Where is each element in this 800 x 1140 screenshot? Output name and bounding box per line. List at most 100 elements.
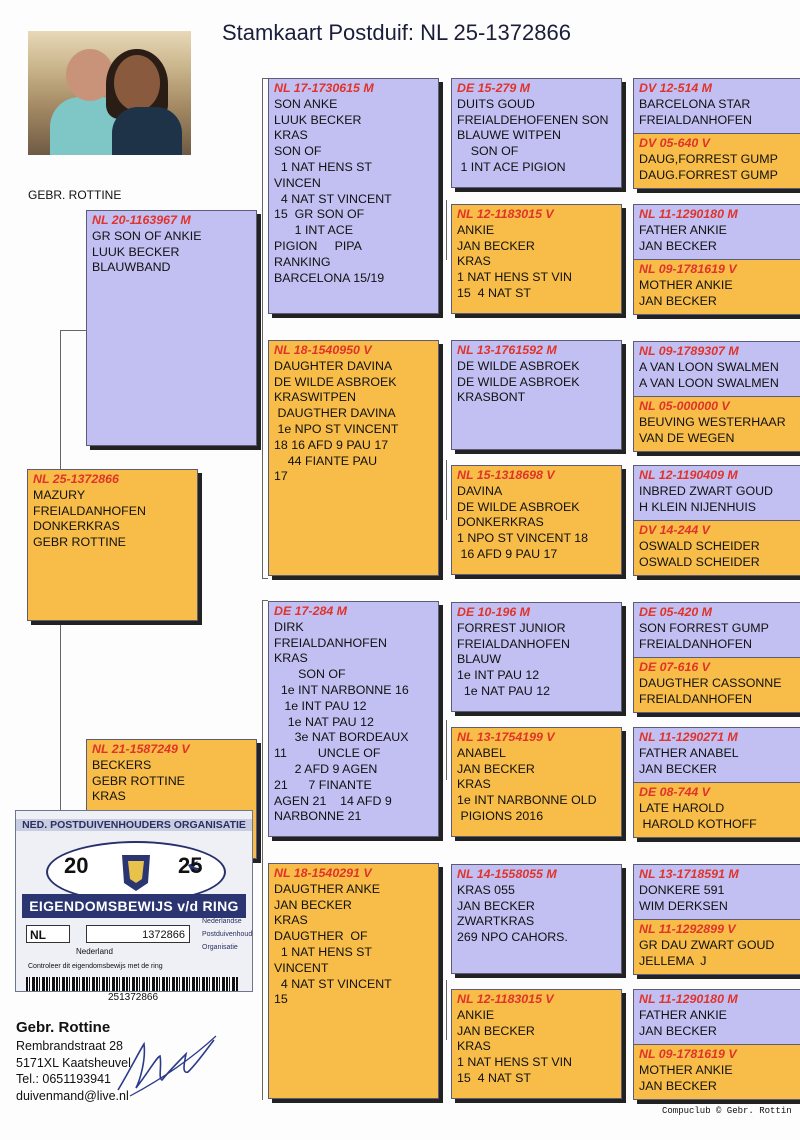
pedigree-card-fmm: NL 15-1318698 V DAVINA DE WILDE ASBROEK … xyxy=(451,465,622,575)
connector-line xyxy=(446,200,447,260)
page-title: Stamkaart Postduif: NL 25-1372866 xyxy=(222,20,571,45)
connector-line xyxy=(60,330,61,470)
owner-name: Gebr. Rottine xyxy=(16,1019,111,1036)
card-line: SON OF xyxy=(457,144,519,159)
card-line: JAN BECKER xyxy=(639,293,717,308)
card-line: GR DAU ZWART GOUD xyxy=(639,937,775,952)
card-line: KRAS xyxy=(274,651,308,666)
card-line: KRAS xyxy=(274,913,308,928)
card-line: FREIALDANHOFEN xyxy=(639,112,752,127)
lion-crest-icon xyxy=(122,855,202,891)
ring-number: NL 05-000000 V xyxy=(639,399,730,413)
ring-number: NL 13-1754199 V xyxy=(457,730,555,744)
card-line: KRAS xyxy=(457,1039,491,1054)
ring-number: NL 20-1163967 M xyxy=(92,213,191,227)
card-line: 1 NPO ST VINCENT 18 xyxy=(457,531,589,546)
card-line: 11 UNCLE OF xyxy=(274,746,381,761)
card-line: DAUGTHER DAVINA xyxy=(274,406,396,421)
pedigree-card-g11: NL 11-1290271 M FATHER ANABEL JAN BECKER xyxy=(633,727,800,783)
card-line: DE WILDE ASBROEK xyxy=(457,358,580,373)
ring-number: NL 21-1587249 V xyxy=(92,742,190,756)
connector-line xyxy=(446,460,447,520)
card-line: FORREST JUNIOR xyxy=(457,620,566,635)
card-line: 44 FIANTE PAU xyxy=(274,453,378,468)
certificate-year-left: 20 xyxy=(64,853,89,878)
footer-credit: Compuclub © Gebr. Rottin xyxy=(662,1106,792,1116)
ring-number: NL 11-1290180 M xyxy=(639,207,738,221)
ring-number: NL 09-1789307 M xyxy=(639,344,739,358)
card-line: KRASBONT xyxy=(457,390,526,405)
card-line: MOTHER ANKIE xyxy=(639,277,733,292)
card-line: BARCELONA STAR xyxy=(639,96,751,111)
ring-number: DE 17-284 M xyxy=(274,604,348,618)
card-line: VAN DE WEGEN xyxy=(639,430,735,445)
card-line: 1e NAT PAU 12 xyxy=(457,683,550,698)
pedigree-card-g15: NL 11-1290180 M FATHER ANKIE JAN BECKER xyxy=(633,989,800,1045)
card-line: LUUK BECKER xyxy=(92,244,180,259)
card-line: DE WILDE ASBROEK xyxy=(457,499,580,514)
card-line: JELLEMA J xyxy=(639,953,707,968)
card-line: 1e NPO ST VINCENT xyxy=(274,421,399,436)
ring-number: NL 12-1183015 V xyxy=(457,992,554,1006)
certificate-org: NED. POSTDUIVENHOUDERS ORGANISATIE xyxy=(16,819,252,831)
card-line: ANABEL xyxy=(457,745,506,760)
card-line: 21 7 FINANTE xyxy=(274,777,372,792)
card-line: FREIALDEHOFENEN SON xyxy=(457,112,609,127)
certificate-country: Nederland xyxy=(76,947,113,956)
card-line: LATE HAROLD xyxy=(639,800,725,815)
card-line: DONKERKRAS xyxy=(33,519,120,534)
ring-number: NL 09-1781619 V xyxy=(639,262,737,276)
card-line: 1e INT NARBONNE OLD xyxy=(457,793,597,808)
card-line: JAN BECKER xyxy=(639,238,717,253)
card-line: 1e INT PAU 12 xyxy=(274,698,367,713)
connector-line xyxy=(262,600,268,601)
ring-number: NL 12-1183015 V xyxy=(457,207,554,221)
pedigree-card-g16: NL 09-1781619 V MOTHER ANKIE JAN BECKER xyxy=(633,1044,800,1100)
ring-number: NL 11-1292899 V xyxy=(639,922,736,936)
pedigree-card-g4: NL 09-1781619 V MOTHER ANKIE JAN BECKER xyxy=(633,259,800,315)
connector-line xyxy=(262,600,263,1100)
card-line: JAN BECKER xyxy=(639,1023,717,1038)
card-line: INBRED ZWART GOUD xyxy=(639,483,774,498)
card-line: 1 INT ACE PIGION xyxy=(457,159,566,174)
pedigree-card-g8: DV 14-244 V OSWALD SCHEIDER OSWALD SCHEI… xyxy=(633,520,800,576)
card-line: DE WILDE ASBROEK xyxy=(274,374,397,389)
card-line: DONKERKRAS xyxy=(457,515,544,530)
card-line: JAN BECKER xyxy=(457,238,535,253)
ownership-certificate: NED. POSTDUIVENHOUDERS ORGANISATIE 20 25… xyxy=(15,810,253,992)
certificate-banner: EIGENDOMSBEWIJS v/d RING xyxy=(22,894,246,918)
card-line: DAVINA xyxy=(457,483,503,498)
card-line: 17 xyxy=(274,469,288,484)
card-line: JAN BECKER xyxy=(457,898,535,913)
owner-phone: Tel.: 0651193941 xyxy=(16,1072,111,1086)
ring-number: DE 07-616 V xyxy=(639,660,710,674)
card-line: BLAUW xyxy=(457,652,502,667)
owner-address: Gebr. Rottine Rembrandstraat 28 5171XL K… xyxy=(16,1018,131,1104)
card-line: FREIALDANHOFEN xyxy=(274,635,387,650)
card-line: DAUGTHER OF xyxy=(274,929,368,944)
connector-line xyxy=(262,78,268,79)
ring-number: NL 13-1761592 M xyxy=(457,343,557,357)
card-line: KRASWITPEN xyxy=(274,390,356,405)
ring-number: NL 14-1558055 M xyxy=(457,867,557,881)
pedigree-card-main: NL 25-1372866 MAZURY FREIALDANHOFEN DONK… xyxy=(27,469,198,621)
ring-number: NL 11-1290271 M xyxy=(639,730,738,744)
pedigree-card-fm: NL 18-1540950 V DAUGHTER DAVINA DE WILDE… xyxy=(268,340,439,576)
barcode xyxy=(26,977,238,991)
card-line: ZWARTKRAS xyxy=(457,914,535,929)
certificate-emblem xyxy=(46,841,226,903)
pedigree-card-fff: DE 15-279 M DUITS GOUD FREIALDEHOFENEN S… xyxy=(451,78,622,188)
card-line: MAZURY xyxy=(33,487,86,502)
card-line: VINCENT xyxy=(274,960,329,975)
certificate-control-text: Controleer dit eigendomsbewijs met de ri… xyxy=(28,963,163,970)
pedigree-card-g1: DV 12-514 M BARCELONA STAR FREIALDANHOFE… xyxy=(633,78,800,134)
owner-label: GEBR. ROTTINE xyxy=(28,188,122,202)
ring-number: DV 05-640 V xyxy=(639,136,710,150)
card-line: FREIALDANHOFEN xyxy=(457,636,570,651)
card-line: JAN BECKER xyxy=(457,761,535,776)
ring-number: DE 15-279 M xyxy=(457,81,531,95)
card-line: FREIALDANHOFEN xyxy=(33,503,146,518)
card-line: ANKIE xyxy=(457,1007,495,1022)
card-line: 269 NPO CAHORS. xyxy=(457,930,568,945)
card-line: H KLEIN NIJENHUIS xyxy=(639,499,757,514)
